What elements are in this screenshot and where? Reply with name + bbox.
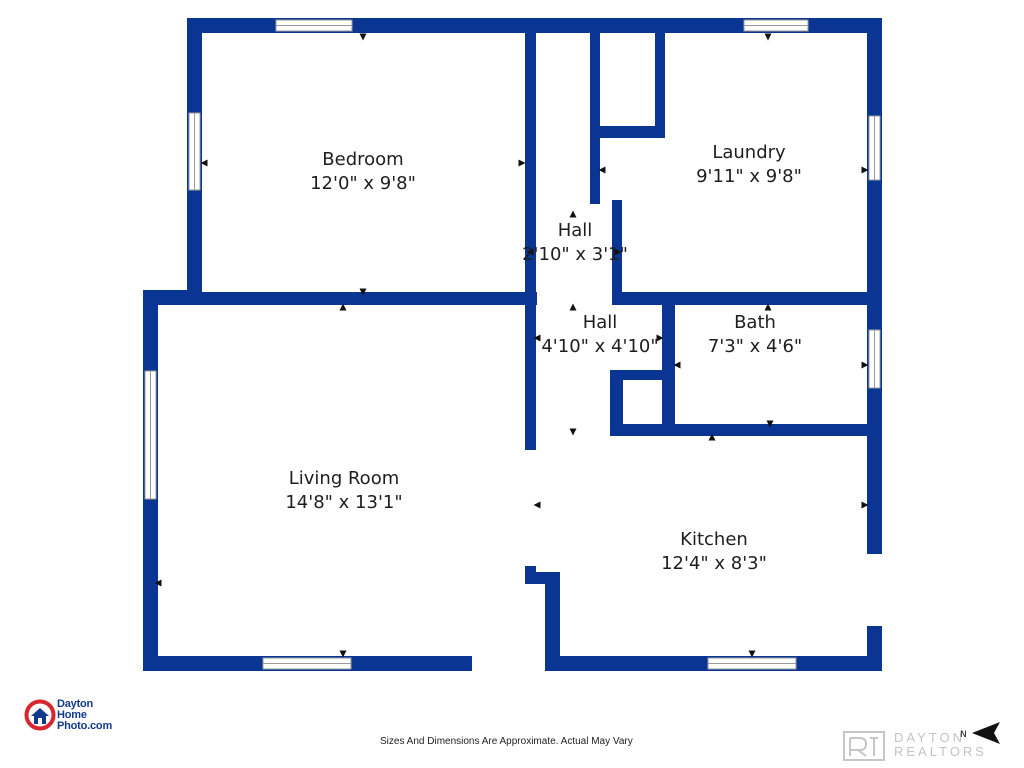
wall-marker <box>764 33 772 41</box>
north-arrow-shape <box>972 722 1000 744</box>
wall-marker <box>533 501 541 509</box>
room-dimensions: 14'8" x 13'1" <box>285 492 402 513</box>
room-hall-lower: Hall 4'10" x 4'10" <box>541 312 658 357</box>
realtors-line-1: DAYTON <box>894 730 965 745</box>
wall-marker <box>518 159 526 167</box>
windows <box>144 19 881 670</box>
wall-segment <box>612 292 882 305</box>
wall-markers <box>154 33 869 658</box>
wall-marker <box>359 33 367 41</box>
wall-segment <box>662 292 675 434</box>
room-living-room: Living Room 14'8" x 13'1" <box>285 468 402 513</box>
wall-marker <box>861 361 869 369</box>
wall-segment <box>610 424 882 436</box>
realtors-text: DAYTON REALTORS <box>894 731 987 759</box>
wall-segment <box>187 292 537 305</box>
house-in-circle-icon <box>24 699 56 731</box>
compass-label: N <box>960 730 967 740</box>
realtors-logo-icon <box>843 731 885 761</box>
room-name: Living Room <box>289 468 400 489</box>
room-name: Kitchen <box>680 529 748 550</box>
wall-segment <box>590 32 600 204</box>
wall-marker <box>861 166 869 174</box>
wall-marker <box>673 361 681 369</box>
wall-marker <box>339 650 347 658</box>
wall-segment <box>610 372 623 434</box>
logo-line-1: Dayton <box>57 698 94 710</box>
room-name: Bedroom <box>322 149 403 170</box>
dayton-realtors-watermark: DAYTON REALTORS <box>840 728 1024 764</box>
wall-marker <box>656 334 664 342</box>
wall-marker <box>569 210 577 218</box>
disclaimer-text: Sizes And Dimensions Are Approximate. Ac… <box>380 736 633 747</box>
wall-segment <box>590 126 665 138</box>
wall-marker <box>598 166 606 174</box>
wall-segment <box>867 18 882 554</box>
realtors-line-2: REALTORS <box>894 744 987 759</box>
wall-segment <box>545 572 560 671</box>
room-labels: Bedroom 12'0" x 9'8" Laundry 9'11" x 9'8… <box>285 142 802 574</box>
wall-segment <box>655 32 665 138</box>
room-laundry: Laundry 9'11" x 9'8" <box>696 142 802 187</box>
room-bedroom: Bedroom 12'0" x 9'8" <box>310 149 416 194</box>
door-opening <box>472 654 545 673</box>
room-dimensions: 12'0" x 9'8" <box>310 173 416 194</box>
door-opening <box>867 556 884 626</box>
wall-segment <box>525 32 536 450</box>
logo-line-2: Home <box>57 709 87 721</box>
door-opening <box>527 450 535 566</box>
wall-marker <box>748 650 756 658</box>
wall-segment <box>187 18 882 33</box>
wall-marker <box>708 433 716 441</box>
logo-line-3: Photo.com <box>57 720 113 732</box>
logo-text: Dayton Home Photo.com <box>57 699 112 732</box>
room-kitchen: Kitchen 12'4" x 8'3" <box>661 529 767 574</box>
wall-marker <box>154 579 162 587</box>
wall-marker <box>569 303 577 311</box>
room-dimensions: 12'4" x 8'3" <box>661 553 767 574</box>
room-dimensions: 7'3" x 4'6" <box>708 336 802 357</box>
wall-marker <box>861 501 869 509</box>
room-name: Hall <box>583 312 618 333</box>
room-dimensions: 2'10" x 3'1" <box>522 244 628 265</box>
wall-marker <box>526 248 534 256</box>
wall-marker <box>766 420 774 428</box>
room-name: Laundry <box>712 142 786 163</box>
wall-marker <box>533 334 541 342</box>
north-arrow-icon: N <box>960 722 1000 744</box>
wall-segment <box>867 626 882 671</box>
wall-marker <box>200 159 208 167</box>
room-name: Hall <box>558 220 593 241</box>
room-name: Bath <box>734 312 776 333</box>
wall-marker <box>569 428 577 436</box>
room-hall-upper: Hall 2'10" x 3'1" <box>522 220 628 265</box>
room-bath: Bath 7'3" x 4'6" <box>708 312 802 357</box>
wall-marker <box>764 303 772 311</box>
dayton-home-photo-logo: Dayton Home Photo.com <box>24 699 134 735</box>
wall-segment <box>610 370 675 380</box>
wall-marker <box>359 288 367 296</box>
wall-marker <box>614 248 622 256</box>
room-dimensions: 4'10" x 4'10" <box>541 336 658 357</box>
room-dimensions: 9'11" x 9'8" <box>696 166 802 187</box>
wall-marker <box>339 303 347 311</box>
